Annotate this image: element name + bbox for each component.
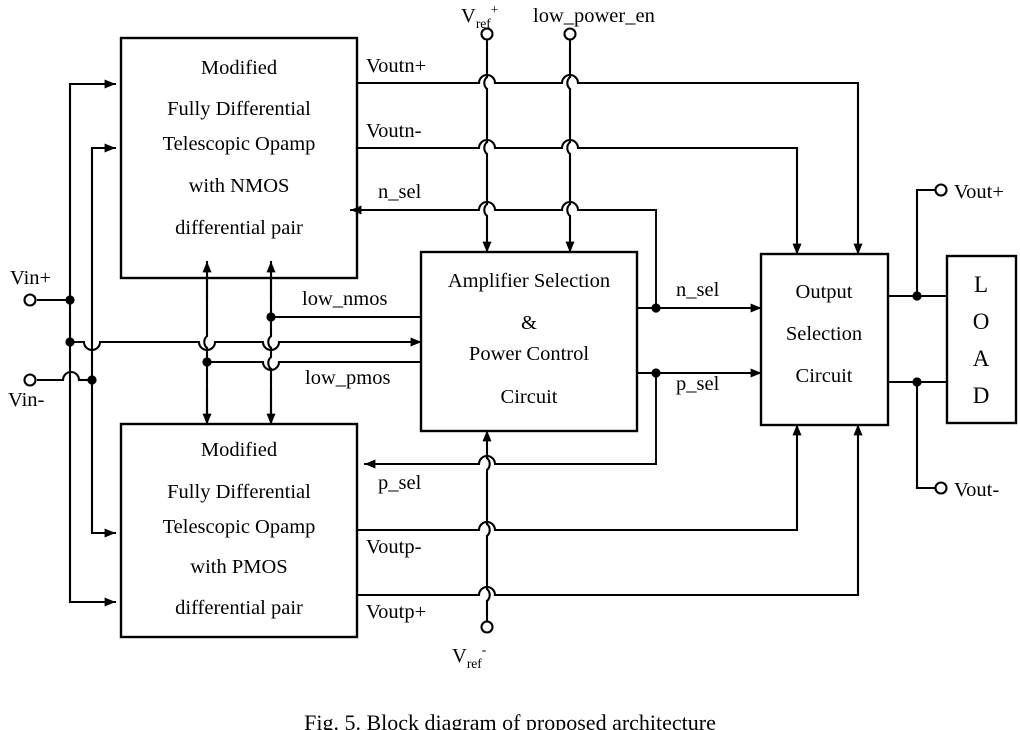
block-load[interactable]: [945, 254, 1018, 425]
ampsel-line-1: &: [521, 312, 537, 334]
hop-nsel-over-lowpower: [560, 201, 580, 211]
hop-lowpower-over-voutnminus: [566, 141, 571, 155]
outsel-line-0: Output: [796, 281, 853, 303]
nmos-line-1: Fully Differential: [167, 98, 311, 120]
hop-voutnminus-over-lowpower: [560, 139, 580, 149]
terminal-vin-minus[interactable]: [23, 373, 37, 387]
block-nmos-opamp[interactable]: [119, 36, 359, 280]
label-voutp-plus: Voutp+: [366, 601, 426, 623]
pmos-line-3: with PMOS: [190, 556, 287, 578]
load-letter-0: L: [974, 272, 988, 297]
label-n-sel-right: n_sel: [676, 279, 720, 301]
label-voutn-plus: Voutn+: [366, 55, 426, 77]
label-p-sel-right: p_sel: [676, 373, 720, 395]
label-p-sel-left: p_sel: [378, 472, 422, 494]
pmos-line-0: Modified: [201, 439, 277, 461]
hop-voutnplus-over-vrefplus: [477, 74, 497, 84]
label-vout-plus: Vout+: [954, 181, 1004, 203]
hop-lowpmos-over-sense: [203, 335, 208, 349]
hop-lownmos-over-lowpmos: [267, 356, 272, 370]
terminal-vref-minus[interactable]: [480, 620, 494, 634]
load-letter-1: O: [973, 309, 990, 334]
hop-lownmos-over-sense: [267, 335, 272, 349]
terminal-low-power-en[interactable]: [563, 27, 577, 41]
figure-caption: Fig. 5. Block diagram of proposed archit…: [304, 710, 716, 730]
hop-vrefminus-over-voutpminus: [486, 523, 491, 537]
ampsel-line-2: Power Control: [469, 343, 589, 365]
hop-lowpower-over-nsel: [566, 203, 571, 217]
junction-lowpmos: [202, 357, 212, 367]
label-low-nmos: low_nmos: [302, 288, 387, 310]
block-pmos-opamp[interactable]: [119, 422, 359, 639]
hop-vrefplus-over-voutnminus: [483, 141, 488, 155]
label-vref-minus: Vref-: [452, 642, 487, 671]
outsel-line-1: Selection: [786, 323, 862, 345]
hop-lowpower-over-voutnplus: [566, 76, 571, 90]
nmos-line-2: Telescopic Opamp: [163, 133, 316, 155]
junction-nsel: [651, 303, 661, 313]
block-output-selection[interactable]: [759, 252, 890, 427]
junction-vinminus-tap: [87, 375, 97, 385]
load-letter-3: D: [973, 383, 990, 408]
nmos-line-3: with NMOS: [189, 175, 290, 197]
pmos-line-2: Telescopic Opamp: [163, 516, 316, 538]
junction-lownmos: [266, 312, 276, 322]
label-low-power-en: low_power_en: [533, 5, 655, 27]
nmos-line-0: Modified: [201, 57, 277, 79]
label-low-pmos: low_pmos: [305, 367, 390, 389]
load-letter-2: A: [973, 346, 990, 371]
terminal-vin-plus[interactable]: [23, 293, 37, 307]
label-vin-minus: Vin-: [8, 389, 45, 411]
block-amplifier-selection[interactable]: [419, 250, 639, 433]
vref-minus-sub: ref: [467, 656, 482, 671]
terminal-vout-minus[interactable]: [934, 481, 948, 495]
terminal-vout-plus[interactable]: [934, 183, 948, 197]
vref-minus-base: V: [452, 645, 467, 667]
hop-vrefplus-over-voutnplus: [483, 76, 488, 90]
hop-vrefminus-over-psel: [486, 457, 491, 471]
vref-plus-sub: ref: [476, 16, 491, 31]
label-voutn-minus: Voutn-: [366, 120, 422, 142]
ampsel-line-0: Amplifier Selection: [448, 270, 610, 292]
vref-plus-sup: +: [491, 2, 499, 17]
nmos-line-4: differential pair: [175, 217, 303, 239]
junction-vinplus-tap: [65, 295, 75, 305]
ampsel-line-3: Circuit: [501, 386, 558, 408]
label-vout-minus: Vout-: [954, 479, 999, 501]
hop-nsel-over-vrefplus: [477, 201, 497, 211]
hop-voutnplus-over-lowpower: [560, 74, 580, 84]
vref-minus-sup: -: [482, 642, 487, 657]
hop-sense-line-over-vinminus-bus: [82, 341, 102, 351]
label-n-sel-left: n_sel: [378, 181, 422, 203]
hop-vrefminus-over-voutpplus: [486, 588, 491, 602]
hop-lowpmos-over-lownmos: [261, 361, 281, 371]
hop-voutnminus-over-vrefplus: [477, 139, 497, 149]
label-vref-plus: Vref+: [461, 2, 498, 31]
hop-vrefplus-over-nsel: [483, 203, 488, 217]
pmos-line-1: Fully Differential: [167, 481, 311, 503]
pmos-line-4: differential pair: [175, 597, 303, 619]
label-vin-plus: Vin+: [10, 267, 51, 289]
vref-plus-base: V: [461, 5, 476, 27]
outsel-line-2: Circuit: [796, 365, 853, 387]
label-voutp-minus: Voutp-: [366, 536, 422, 558]
junction-psel: [651, 368, 661, 378]
